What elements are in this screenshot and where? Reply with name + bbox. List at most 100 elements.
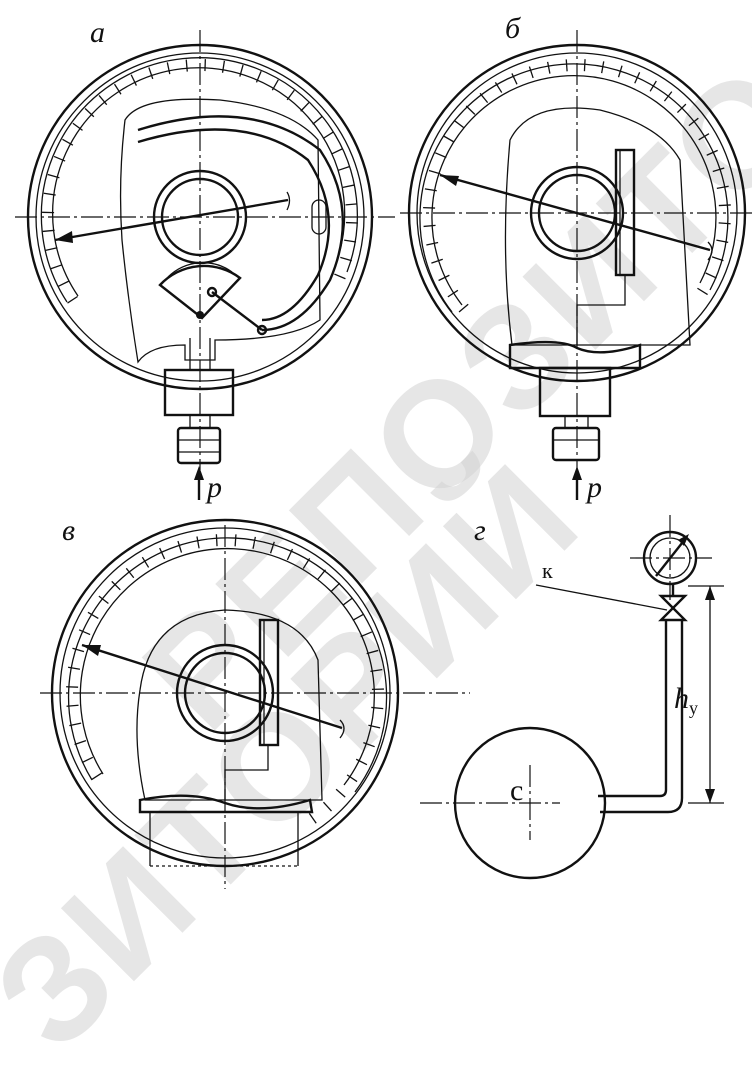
gauge-b-socket-body <box>540 368 610 416</box>
figure-canvas: РЕПОЗИТОРИЙ ЗИТОРИЙ <box>0 0 752 889</box>
scale-tick <box>713 168 724 172</box>
scale-tick <box>584 59 585 71</box>
impulse-pipe-inner <box>600 620 682 812</box>
scale-tick <box>345 204 357 205</box>
scale-tick <box>75 741 86 745</box>
scale-tick <box>566 59 567 71</box>
scale-tick <box>480 93 488 102</box>
gauge-a-socket-body <box>165 370 233 415</box>
scale-tick <box>336 789 345 797</box>
height-label: hу <box>674 682 698 718</box>
scale-tick <box>313 117 322 125</box>
scale-tick <box>160 548 165 559</box>
scale-tick <box>361 632 372 637</box>
scale-tick <box>43 230 55 231</box>
panel-label-d: г <box>474 514 486 547</box>
scale-tick <box>72 648 84 651</box>
gauge-c-linkage <box>225 745 268 800</box>
valve-upper <box>661 596 685 608</box>
gauge-c: в <box>40 514 470 889</box>
gauge-a-scale-inner <box>53 68 345 296</box>
gauge-a-pointer-tip <box>55 231 73 243</box>
dimension-arrow-bottom <box>705 789 715 803</box>
scale-tick <box>46 248 58 251</box>
scale-tick <box>58 281 69 286</box>
scale-tick <box>323 132 333 138</box>
height-label-subscript: у <box>689 698 698 718</box>
scale-tick <box>719 223 731 224</box>
scale-tick <box>664 92 671 101</box>
scale-tick <box>338 166 349 170</box>
scale-tick <box>303 558 309 568</box>
gauge-c-diaphragm <box>140 796 312 812</box>
scale-tick <box>435 153 446 158</box>
scale-tick <box>51 265 62 269</box>
gauge-c-scale-outer <box>69 538 387 792</box>
gauge-a-link-rod <box>212 292 262 330</box>
scale-tick <box>216 534 217 546</box>
scale-tick <box>343 598 353 605</box>
gauge-b-nipple <box>553 428 599 460</box>
scale-tick <box>719 205 731 206</box>
scale-tick <box>301 103 309 112</box>
scale-tick <box>318 570 326 579</box>
scale-tick <box>235 534 236 546</box>
scale-tick <box>323 802 331 811</box>
scale-tick <box>149 68 153 79</box>
scale-tick <box>67 297 77 304</box>
gauge-a-pressure-arrowhead <box>194 466 204 480</box>
panel-label-b: б <box>505 12 521 45</box>
gauge-b-scale-inner <box>432 76 716 305</box>
dimension-arrow-top <box>705 586 715 600</box>
gauge-c-pointer-tip <box>82 645 101 656</box>
panel-label-c: в <box>62 514 75 547</box>
vessel-label: с <box>510 774 523 807</box>
scale-tick <box>548 62 550 74</box>
scale-tick <box>717 186 729 188</box>
scale-tick <box>454 120 464 127</box>
scale-tick <box>334 274 345 279</box>
scale-tick <box>68 667 80 669</box>
gauge-b-diaphragm <box>510 342 640 368</box>
gauge-b-pointer-tip <box>440 175 459 186</box>
scale-tick <box>706 273 717 278</box>
scale-tick <box>466 106 475 114</box>
scale-tick <box>332 149 343 154</box>
scale-tick <box>223 61 225 73</box>
height-label-main: h <box>674 682 689 715</box>
gauge-a-pressure-label: p <box>205 471 222 504</box>
scale-tick <box>650 81 656 91</box>
scale-tick <box>340 257 352 260</box>
gauge-c-backplate <box>137 610 322 800</box>
gauge-d-pointer <box>656 538 686 576</box>
scale-tick <box>167 62 169 74</box>
gauge-a: p а <box>15 16 395 504</box>
scale-tick <box>79 630 90 635</box>
scale-tick <box>371 707 383 708</box>
panel-label-a: а <box>90 16 105 49</box>
gauge-c-pointer-tail <box>340 720 344 738</box>
scale-tick <box>112 581 121 589</box>
point-k-leader <box>536 585 667 610</box>
gauge-b-pressure-arrowhead <box>572 466 582 480</box>
scale-tick <box>331 583 340 591</box>
gauge-b: p б <box>400 12 752 504</box>
scale-tick <box>287 90 294 100</box>
scale-tick <box>197 536 199 548</box>
scale-tick <box>431 259 442 263</box>
gauge-b-linkage <box>577 275 625 345</box>
gauge-b-pointer-tail <box>708 242 712 260</box>
scale-tick <box>186 60 187 72</box>
scale-tick <box>444 136 454 142</box>
scale-tick <box>353 614 363 620</box>
gauge-b-pressure-label: p <box>585 471 602 504</box>
scale-tick <box>344 240 356 242</box>
scale-tick <box>697 288 707 294</box>
scale-tick <box>92 773 102 780</box>
scale-tick <box>424 225 436 226</box>
scale-tick <box>459 304 468 312</box>
scale-tick <box>426 243 438 245</box>
impulse-pipe-outer <box>598 620 666 796</box>
scale-tick <box>82 757 93 762</box>
gauge-a-pointer <box>55 200 288 240</box>
